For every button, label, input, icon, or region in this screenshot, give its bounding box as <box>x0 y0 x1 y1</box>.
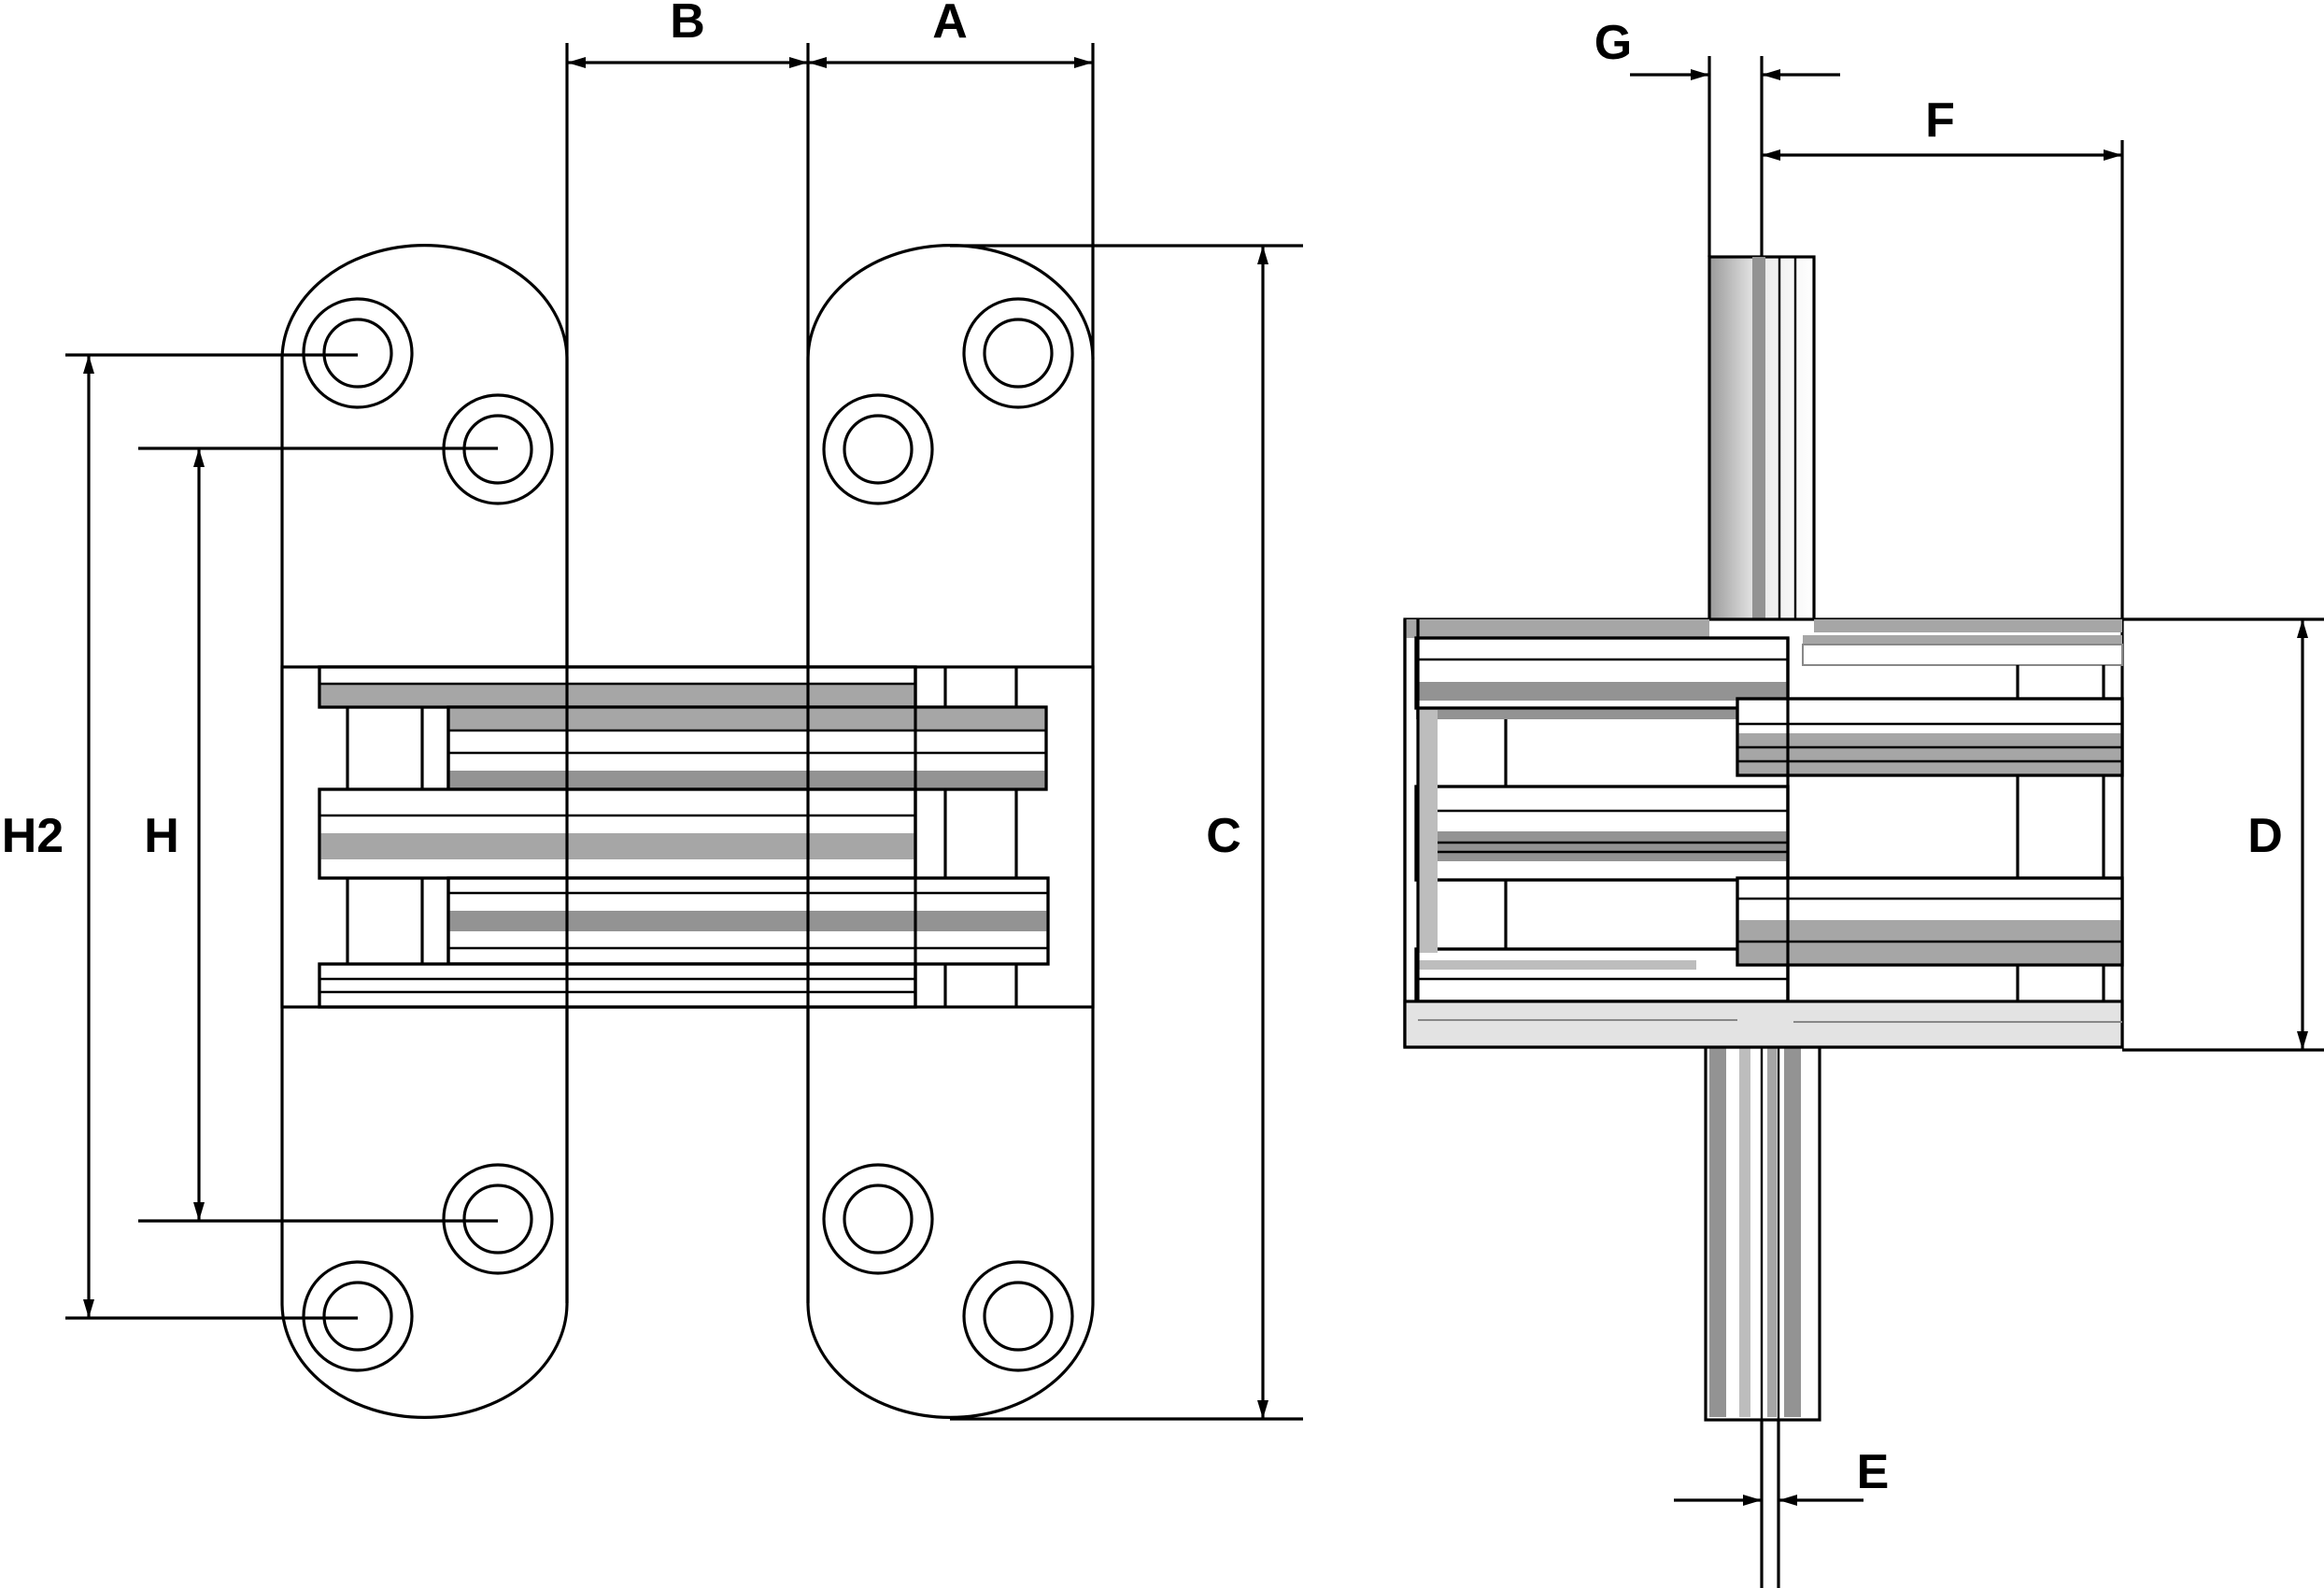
dim-label-h: H <box>144 809 179 863</box>
dim-label-d: D <box>2247 809 2283 863</box>
screw-hole-left-4 <box>302 1260 414 1372</box>
dim-label-c: C <box>1206 809 1241 863</box>
screw-hole-right-2 <box>822 393 934 505</box>
screw-hole-right-1 <box>962 297 1074 409</box>
dim-label-a: A <box>932 0 968 49</box>
screw-hole-right-3 <box>822 1163 934 1275</box>
hinge-mechanism-front <box>280 665 1095 1009</box>
screw-hole-right-4 <box>962 1260 1074 1372</box>
screw-holes <box>302 297 1074 1372</box>
screw-hole-left-1 <box>302 297 414 409</box>
dim-label-h2: H2 <box>2 809 64 863</box>
dim-label-e: E <box>1857 1445 1890 1499</box>
front-view: B A C H2 H <box>2 0 1303 1421</box>
screw-hole-left-3 <box>442 1163 554 1275</box>
dim-label-g: G <box>1594 16 1632 70</box>
dim-label-f: F <box>1925 93 1955 148</box>
dim-label-b: B <box>670 0 705 49</box>
side-view: G F D E <box>1403 16 2324 1588</box>
